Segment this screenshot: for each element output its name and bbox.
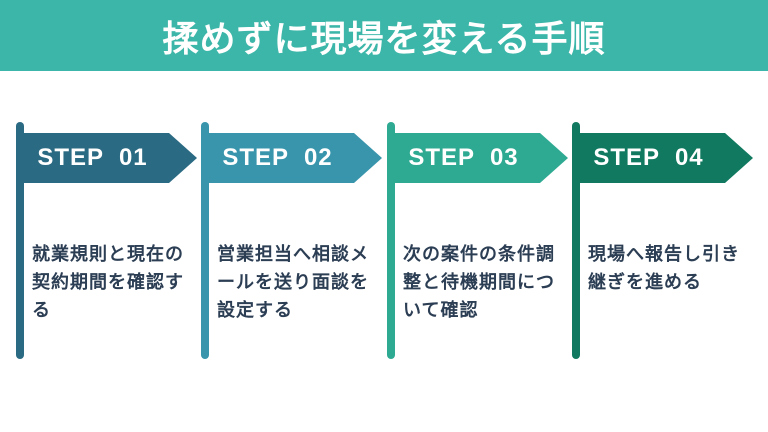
- header-band: 揉めずに現場を変える手順: [0, 0, 768, 71]
- step-4-label: STEP 04: [593, 144, 704, 171]
- step-4-pole: [572, 122, 580, 359]
- step-3-banner: [387, 133, 568, 183]
- step-1-label: STEP 01: [37, 144, 148, 171]
- step-flag-1: STEP 01 就業規則と現在の契約期間を確認する: [16, 122, 202, 362]
- step-2-label: STEP 02: [222, 144, 333, 171]
- step-3-pole: [387, 122, 395, 359]
- step-1-pole: [16, 122, 24, 359]
- step-flag-3: STEP 03 次の案件の条件調整と待機期間について確認: [387, 122, 573, 362]
- step-2-pole: [201, 122, 209, 359]
- main-title: 揉めずに現場を変える手順: [162, 17, 606, 59]
- step-4-description: 現場へ報告し引き継ぎを進める: [588, 244, 740, 292]
- step-flag-4: STEP 04 現場へ報告し引き継ぎを進める: [572, 122, 758, 362]
- step-flag-2: STEP 02 営業担当へ相談メールを送り面談を設定する: [201, 122, 387, 362]
- step-2-banner: [201, 133, 382, 183]
- step-1-description: 就業規則と現在の契約期間を確認する: [32, 244, 184, 320]
- step-2-description: 営業担当へ相談メールを送り面談を設定する: [217, 244, 369, 320]
- step-1-banner: [16, 133, 197, 183]
- step-3-description: 次の案件の条件調整と待機期間について確認: [403, 244, 555, 320]
- step-3-label: STEP 03: [408, 144, 519, 171]
- step-4-banner: [572, 133, 753, 183]
